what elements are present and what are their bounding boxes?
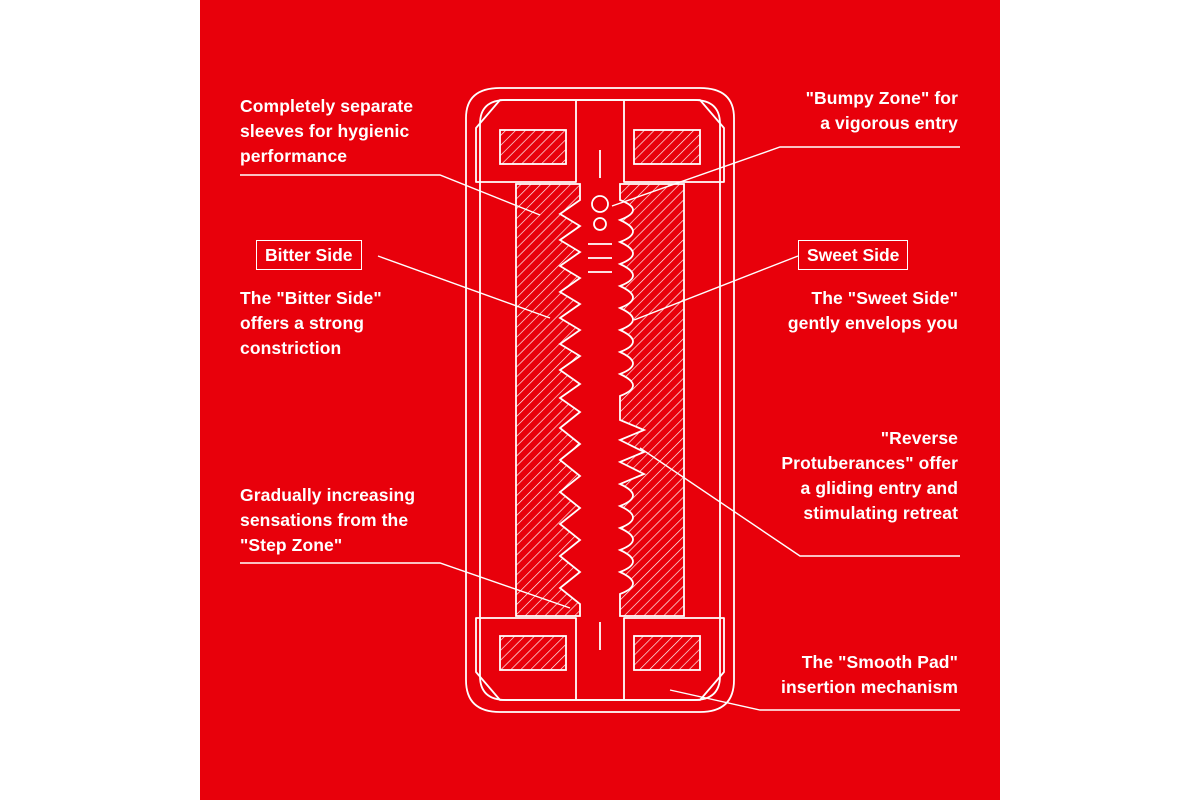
top-right-pad [633,129,701,165]
label-bitter-side: The "Bitter Side" offers a strong constr… [240,288,382,358]
leader-step-zone [240,562,571,609]
bottom-left-pad [499,635,567,671]
leader-smooth-pad [669,689,960,711]
bottom-cap [475,617,725,701]
sweet-side-sleeve [617,183,685,617]
label-sweet-side: The "Sweet Side" gently envelops you [787,288,958,333]
bitter-side-title: Bitter Side [256,240,362,270]
bumpy-zone-bump [591,195,609,213]
leader-separate-sleeves [240,174,541,216]
cross-section-diagram [200,0,1000,800]
label-separate-sleeves: Completely separate sleeves for hygienic… [240,96,414,166]
top-cap [475,99,725,183]
top-left-pad [499,129,567,165]
outer-casing [465,87,735,713]
label-step-zone: Gradually increasing sensations from the… [240,485,416,555]
diagram-background [200,0,1000,800]
sweet-side-title: Sweet Side [798,240,909,270]
leader-bitter-side [377,255,551,319]
leader-reverse-protuberances [639,447,960,557]
bitter-side-sleeve [515,183,582,617]
leader-sweet-side [633,255,799,321]
label-bumpy-zone: "Bumpy Zone" for a vigorous entry [805,88,958,133]
label-smooth-pad: The "Smooth Pad" insertion mechanism [781,652,958,697]
bottom-right-pad [633,635,701,671]
bumpy-zone-bump [593,217,607,231]
diagram-panel: Completely separate sleeves for hygienic… [200,0,1000,800]
leader-bumpy-zone [611,146,960,207]
label-reverse-protuberances: "Reverse Protuberances" offer a gliding … [781,428,958,523]
